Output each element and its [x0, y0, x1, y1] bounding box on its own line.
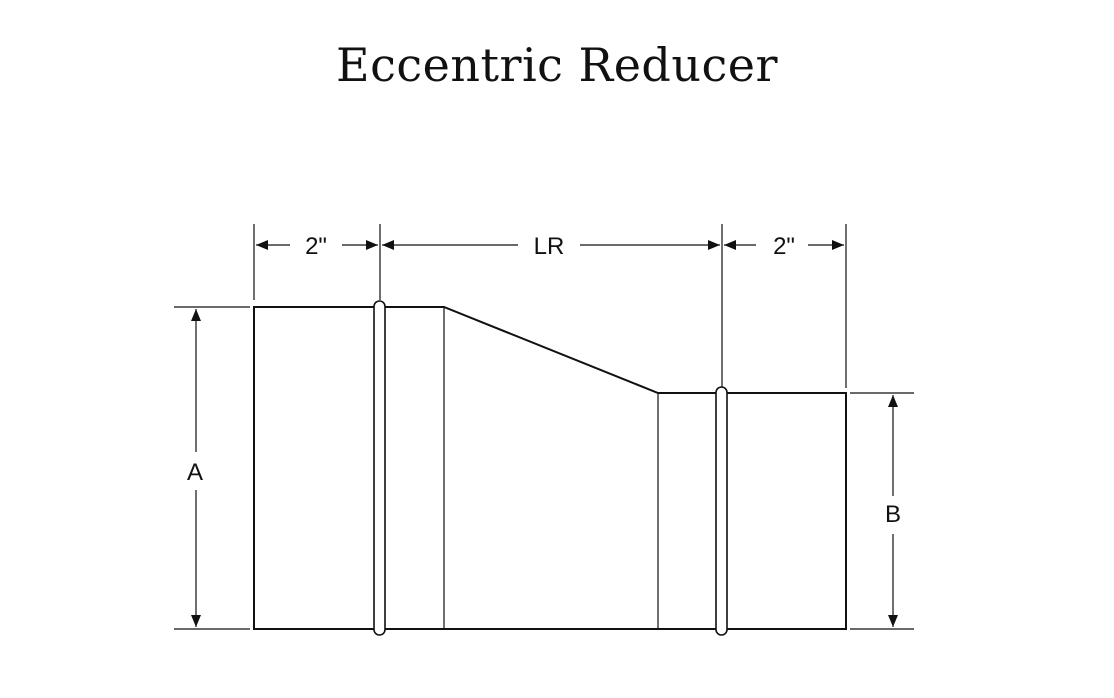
left-collar-label: 2" [305, 233, 327, 260]
right-bead [715, 386, 728, 636]
reducer-length-label: LR [534, 233, 565, 260]
reducer-length-dimension: LR [382, 233, 720, 260]
left-bead [373, 300, 386, 636]
small-diameter-dimension: B [850, 392, 914, 630]
right-collar-label: 2" [773, 233, 795, 260]
left-collar-dimension: 2" [256, 233, 378, 260]
reducer-outline [253, 306, 847, 630]
small-diameter-label: B [885, 501, 901, 528]
diagram-title: Eccentric Reducer [336, 38, 778, 92]
large-diameter-label: A [187, 459, 203, 486]
large-diameter-dimension: A [174, 306, 250, 630]
top-extension-lines [253, 224, 847, 388]
reducer-body [253, 306, 847, 630]
right-collar-dimension: 2" [724, 233, 844, 260]
